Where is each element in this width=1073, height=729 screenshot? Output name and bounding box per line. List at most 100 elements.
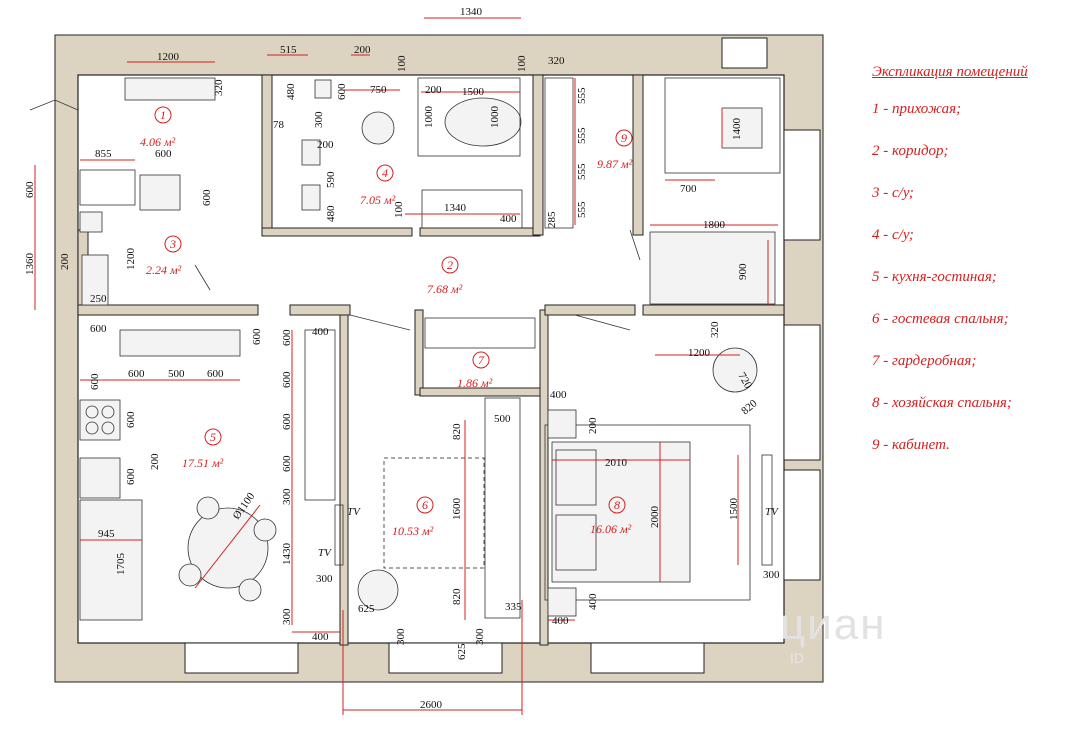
dim-820-b: 820 — [451, 423, 463, 440]
dim-750: 750 — [370, 84, 387, 96]
legend-item-9: 9 - кабинет. — [872, 437, 950, 453]
room-num-4: 4 — [382, 166, 388, 180]
legend-title: Экспликация помещений — [872, 64, 1028, 80]
dim-300-d: 300 — [281, 608, 293, 625]
guest-wardrobe — [484, 397, 521, 619]
watermark-id: ID — [790, 650, 804, 666]
room-markers — [154, 106, 633, 514]
dimension-labels: 1340 1200 320 515 200 100 100 320 750 20… — [24, 6, 780, 711]
dim-600-m: 600 — [281, 371, 293, 388]
dim-1200-c: 1200 — [688, 347, 711, 359]
legend: Экспликация помещений 1 - прихожая; 2 - … — [872, 64, 1067, 477]
dim-500-b: 500 — [494, 413, 511, 425]
desk — [664, 77, 781, 174]
dim-300-g: 300 — [474, 628, 486, 645]
dim-300-e: 300 — [763, 569, 780, 581]
window-niche-7 — [721, 37, 768, 69]
dim-600-d: 600 — [201, 189, 213, 206]
dim-555-3: 555 — [576, 163, 588, 180]
window-niche-6 — [783, 469, 821, 581]
legend-item-6: 6 - гостевая спальня; — [872, 311, 1009, 327]
dim-1500: 1500 — [462, 86, 485, 98]
pillow-1 — [555, 449, 597, 506]
dim-480-a: 480 — [285, 83, 297, 100]
dim-200-f: 200 — [587, 417, 599, 434]
dim-600-c: 600 — [24, 181, 36, 198]
room-area-6: 10.53 м² — [392, 524, 434, 538]
dim-600-h: 600 — [207, 368, 224, 380]
room-area-9: 9.87 м² — [597, 157, 633, 171]
dim-1200-b: 1200 — [125, 248, 137, 271]
window-niche-3 — [590, 642, 705, 674]
room-area-8: 16.06 м² — [590, 522, 632, 536]
shower-tray — [421, 189, 523, 229]
dim-555-4: 555 — [576, 201, 588, 218]
dim-1340-b: 1340 — [444, 202, 467, 214]
cooktop — [79, 399, 121, 441]
dim-1000-b: 1000 — [489, 106, 501, 129]
dim-945: 945 — [98, 528, 115, 540]
bed-platform — [544, 424, 751, 601]
dim-600-o: 600 — [281, 455, 293, 472]
dim-625-b: 625 — [456, 643, 468, 660]
dim-600-f: 600 — [251, 328, 263, 345]
tv-label-2: TV — [318, 547, 332, 559]
toilet-a — [301, 139, 321, 166]
tv-stand-8 — [761, 454, 773, 566]
dim-1200-top: 1200 — [157, 51, 180, 63]
legend-item-8: 8 - хозяйская спальня; — [872, 395, 1012, 411]
armchair-8 — [712, 347, 758, 393]
dim-1340-top: 1340 — [460, 6, 483, 18]
tv-label-3: TV — [765, 506, 779, 518]
office-sofa — [649, 231, 776, 305]
dim-600-i: 600 — [89, 373, 101, 390]
tv-label-1: TV — [347, 506, 361, 518]
dim-600-a: 600 — [336, 83, 348, 100]
room-num-2: 2 — [447, 258, 453, 272]
sofa-kitchen — [79, 499, 143, 621]
pillow-2 — [555, 514, 597, 571]
room-num-9: 9 — [621, 131, 627, 145]
dim-1360: 1360 — [24, 253, 36, 276]
room-num-7: 7 — [478, 353, 485, 367]
kitchen-cabinets — [304, 329, 336, 501]
dim-400-a: 400 — [500, 213, 517, 225]
dim-2600: 2600 — [420, 699, 443, 711]
dim-335: 335 — [505, 601, 522, 613]
dim-400-f: 400 — [552, 615, 569, 627]
dim-400-d: 400 — [550, 389, 567, 401]
dim-320-c: 320 — [709, 321, 721, 338]
guest-bed-outline — [383, 457, 485, 569]
dim-600-n: 600 — [281, 413, 293, 430]
dim-600-e: 600 — [90, 323, 107, 335]
dim-515: 515 — [280, 44, 297, 56]
dim-1000-a: 1000 — [423, 106, 435, 129]
dim-555-1: 555 — [576, 87, 588, 104]
dim-1705: 1705 — [115, 553, 127, 576]
shoe-rack — [79, 169, 136, 206]
window-niche-5 — [783, 324, 821, 461]
dim-600-j: 600 — [125, 411, 137, 428]
dim-600-g: 600 — [128, 368, 145, 380]
room-num-5: 5 — [210, 430, 216, 444]
room-area-2: 7.68 м² — [427, 282, 463, 296]
bathtub — [444, 97, 522, 147]
dim-555-2: 555 — [576, 127, 588, 144]
dim-1600: 1600 — [451, 498, 463, 521]
door-swings — [29, 99, 641, 331]
dim-250: 250 — [90, 293, 107, 305]
bath-3 — [81, 254, 109, 306]
nightstand-1 — [547, 409, 577, 439]
nightstand-2 — [547, 587, 577, 617]
dim-400-e: 400 — [587, 593, 599, 610]
legend-item-2: 2 - коридор; — [872, 143, 949, 159]
dim-590: 590 — [325, 171, 337, 188]
room-area-1: 4.06 м² — [140, 135, 176, 149]
dim-200-b: 200 — [425, 84, 442, 96]
dim-2000: 2000 — [649, 506, 661, 529]
kitchen-counter — [119, 329, 241, 357]
room-area-7: 1.86 м² — [457, 376, 493, 390]
legend-item-5: 5 - кухня-гостиная; — [872, 269, 997, 285]
room-num-1: 1 — [160, 108, 166, 122]
